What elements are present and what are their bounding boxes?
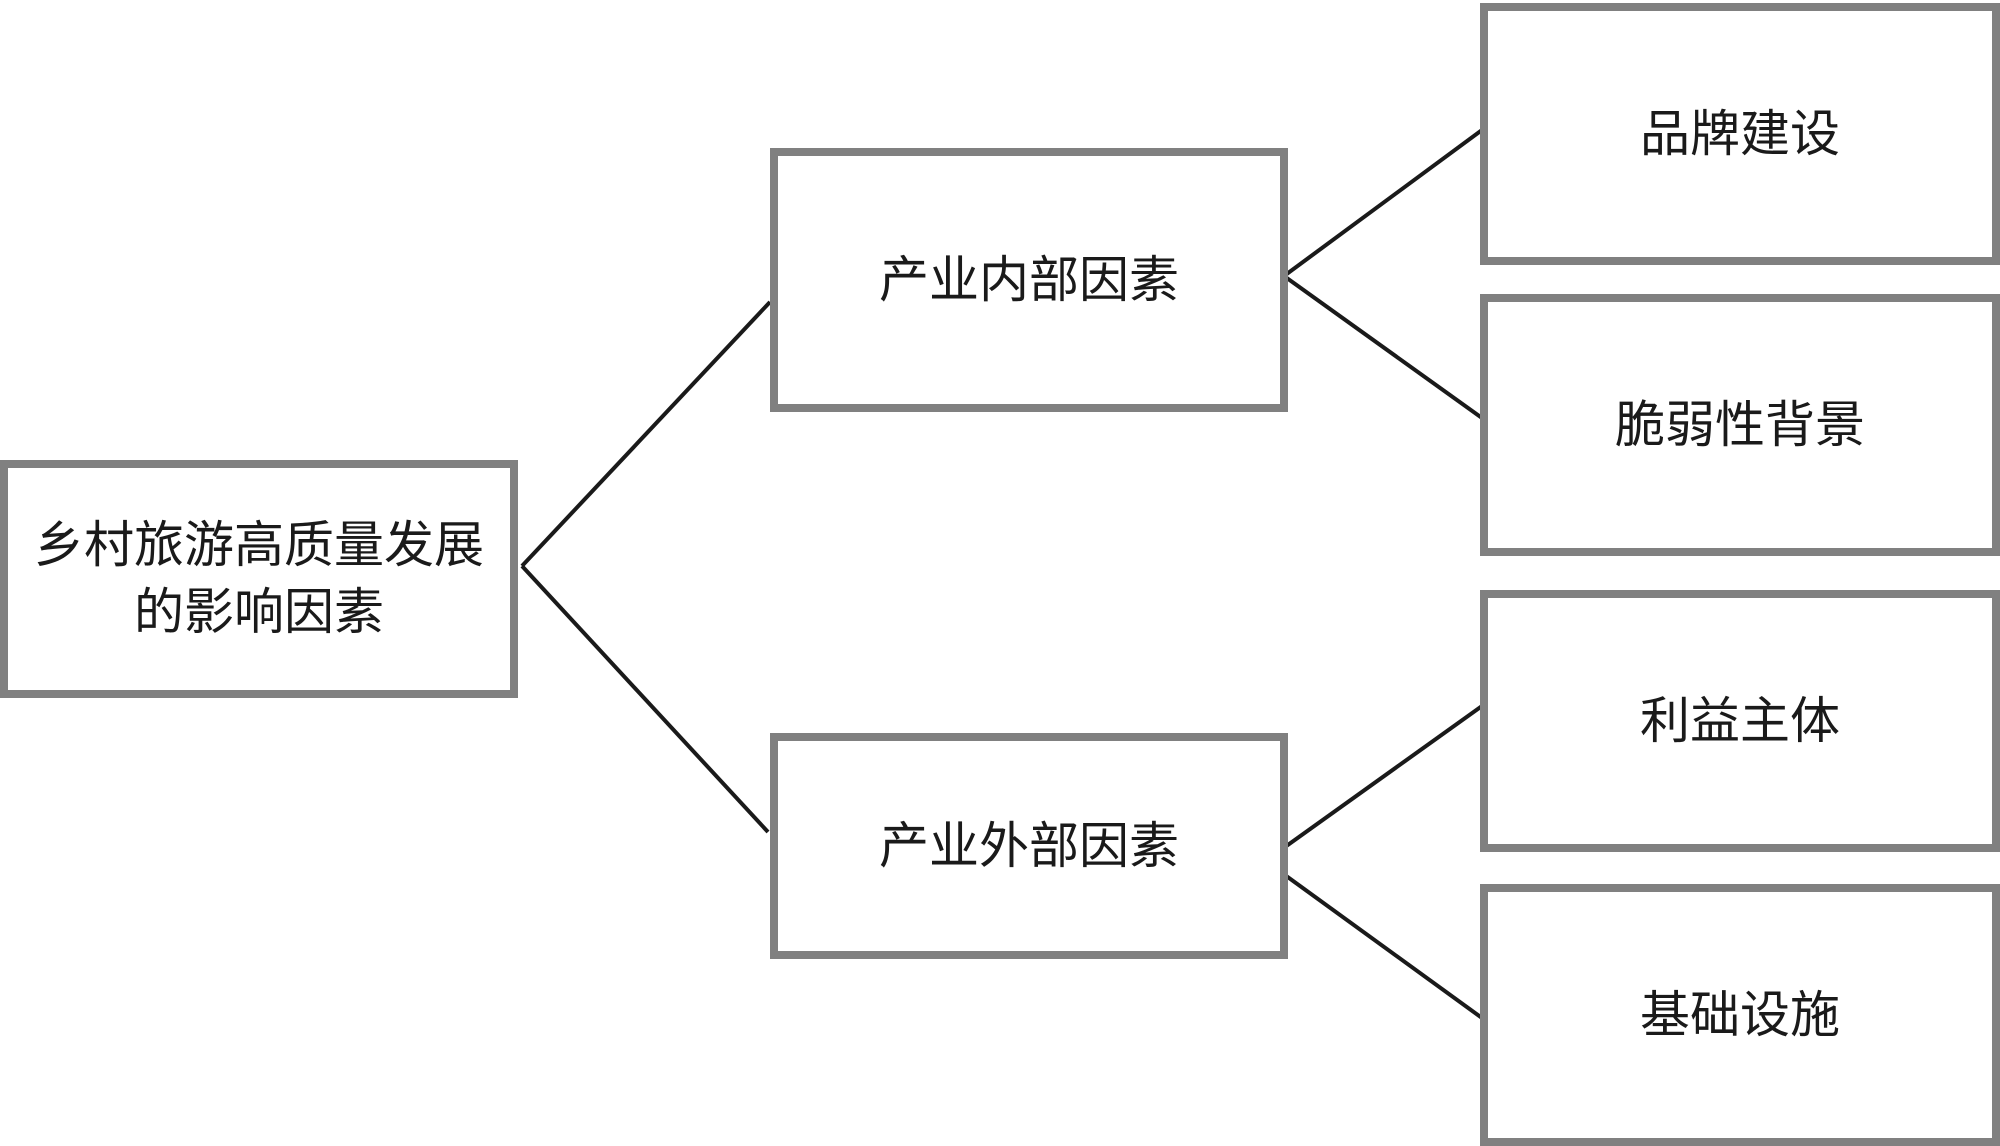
infrastructure-node: 基础设施 xyxy=(1480,884,2000,1146)
stakeholders-node: 利益主体 xyxy=(1480,590,2000,852)
root-node: 乡村旅游高质量发展的影响因素 xyxy=(0,460,518,698)
connector-external-to-infrastructure xyxy=(1276,868,1484,1020)
connector-internal-to-vulnerability xyxy=(1282,274,1484,420)
stakeholders-label: 利益主体 xyxy=(1640,691,1840,750)
brand-building-node: 品牌建设 xyxy=(1480,3,2000,265)
connector-external-to-stakeholders xyxy=(1276,704,1484,854)
connector-root-to-internal xyxy=(520,300,772,568)
connector-root-to-external xyxy=(520,564,770,834)
internal-factors-node: 产业内部因素 xyxy=(770,148,1288,412)
internal-factors-label: 产业内部因素 xyxy=(879,250,1179,309)
root-node-label: 乡村旅游高质量发展的影响因素 xyxy=(34,515,484,642)
external-factors-label: 产业外部因素 xyxy=(879,816,1179,875)
infrastructure-label: 基础设施 xyxy=(1640,985,1840,1044)
vulnerability-context-label: 脆弱性背景 xyxy=(1615,395,1865,454)
external-factors-node: 产业外部因素 xyxy=(770,733,1288,959)
vulnerability-context-node: 脆弱性背景 xyxy=(1480,294,2000,556)
connector-internal-to-brand xyxy=(1282,128,1484,278)
brand-building-label: 品牌建设 xyxy=(1640,104,1840,163)
